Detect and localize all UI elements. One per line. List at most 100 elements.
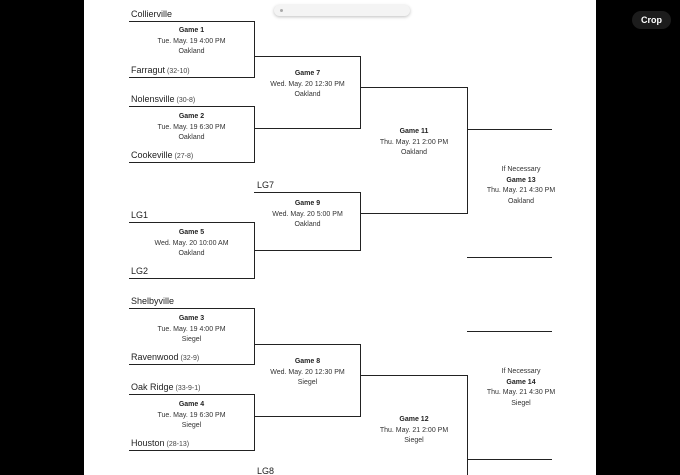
bracket-line	[129, 106, 254, 107]
bracket-line	[254, 416, 361, 417]
game-title: Game 11	[399, 128, 429, 135]
game-note: If Necessary	[501, 166, 541, 173]
team-record: (32-10)	[167, 68, 190, 75]
game-title: Game 13	[506, 176, 536, 184]
team-name: LG7	[257, 180, 275, 190]
bracket-line	[360, 344, 361, 417]
game-venue: Oakland	[178, 250, 205, 257]
team-name: Nolensville	[131, 94, 175, 104]
game-time: Wed. May. 20 5:00 PM	[272, 210, 343, 218]
game-time: Wed. May. 20 12:30 PM	[270, 368, 345, 376]
team-oak-ridge: Oak Ridge(33-9-1)	[131, 382, 200, 392]
game-venue: Oakland	[178, 48, 205, 55]
game-venue: Siegel	[511, 399, 531, 407]
bracket-line	[129, 162, 254, 163]
team-name: Farragut	[131, 65, 166, 75]
game-title: Game 2	[178, 113, 205, 120]
game-2[interactable]: Game 2 Tue. May. 19 6:30 PM Oakland	[129, 112, 254, 144]
game-4[interactable]: Game 4 Tue. May. 19 6:30 PM Siegel	[129, 400, 254, 432]
team-ravenwood: Ravenwood(32-9)	[131, 352, 199, 362]
game-note: If Necessary	[501, 368, 541, 375]
game-8[interactable]: Game 8 Wed. May. 20 12:30 PM Siegel	[255, 357, 360, 389]
game-venue: Siegel	[404, 437, 424, 444]
team-farragut: Farragut(32-10)	[131, 65, 190, 75]
team-name: Shelbyville	[131, 296, 175, 306]
team-name: LG8	[257, 466, 275, 475]
bracket-line	[254, 56, 361, 57]
team-name: Houston	[131, 438, 165, 448]
team-collierville: Collierville	[131, 9, 174, 19]
team-record: (32-9)	[180, 355, 200, 362]
scroll-dot-icon	[280, 9, 283, 12]
bracket-line	[360, 375, 468, 376]
team-name: LG2	[131, 266, 149, 276]
bracket-line	[129, 278, 254, 279]
game-title: Game 4	[178, 401, 205, 408]
bracket-line	[254, 106, 255, 163]
team-nolensville: Nolensville(30-8)	[131, 94, 195, 104]
game-venue: Siegel	[181, 336, 202, 343]
team-record: (30-8)	[176, 97, 196, 104]
team-name: Oak Ridge	[131, 382, 174, 392]
game-title: Game 8	[294, 358, 321, 365]
game-title: Game 14	[506, 378, 536, 386]
game-time: Tue. May. 19 6:30 PM	[157, 123, 226, 131]
team-shelbyville: Shelbyville	[131, 296, 174, 306]
bracket-line	[467, 459, 552, 460]
game-time: Wed. May. 20 10:00 AM	[154, 239, 229, 247]
bracket-line	[467, 257, 552, 258]
bracket-line	[254, 344, 361, 345]
bracket-line	[129, 450, 254, 451]
game-venue: Siegel	[297, 379, 318, 386]
bracket-line	[254, 128, 361, 129]
team-record: (27-8)	[174, 153, 194, 160]
crop-button[interactable]: Crop	[632, 11, 671, 29]
team-lg8: LG8	[257, 466, 274, 475]
bracket-line	[254, 250, 361, 251]
game-3[interactable]: Game 3 Tue. May. 19 4:00 PM Siegel	[129, 314, 254, 346]
bracket-line	[129, 21, 254, 22]
page-scroll-indicator[interactable]	[274, 5, 410, 16]
game-time: Thu. May. 21 2:00 PM	[379, 426, 449, 434]
game-venue: Oakland	[400, 149, 428, 156]
game-time: Tue. May. 19 6:30 PM	[157, 411, 226, 419]
game-venue: Oakland	[178, 134, 205, 141]
game-title: Game 1	[178, 27, 205, 34]
bracket-line	[129, 77, 254, 78]
bracket-line	[129, 364, 254, 365]
game-time: Thu. May. 21 2:00 PM	[379, 138, 449, 146]
bracket-line	[254, 192, 361, 193]
game-11[interactable]: Game 11 Thu. May. 21 2:00 PM Oakland	[362, 127, 466, 159]
bracket-line	[467, 375, 468, 475]
game-time: Thu. May. 21 4:30 PM	[486, 389, 556, 396]
team-houston: Houston(28-13)	[131, 438, 189, 448]
game-time: Tue. May. 19 4:00 PM	[157, 325, 226, 333]
team-record: (33-9-1)	[175, 385, 201, 392]
game-1[interactable]: Game 1 Tue. May. 19 4:00 PM Oakland	[129, 26, 254, 58]
bracket-line	[360, 56, 361, 129]
bracket-line	[467, 87, 468, 214]
bracket-line	[360, 87, 468, 88]
game-time: Thu. May. 21 4:30 PM	[486, 187, 556, 194]
game-title: Game 5	[178, 229, 205, 236]
game-venue: Siegel	[181, 422, 202, 429]
game-title: Game 12	[399, 416, 429, 423]
bracket-line	[254, 308, 255, 365]
bracket-line	[129, 308, 254, 309]
game-time: Tue. May. 19 4:00 PM	[157, 37, 226, 45]
bracket-line	[360, 213, 468, 214]
team-name: Ravenwood	[131, 352, 179, 362]
team-cookeville: Cookeville(27-8)	[131, 150, 193, 160]
game-title: Game 7	[294, 70, 321, 77]
team-record: (28-13)	[166, 441, 190, 448]
bracket-page: Collierville Farragut(32-10) Nolensville…	[84, 0, 596, 475]
game-12[interactable]: Game 12 Thu. May. 21 2:00 PM Siegel	[362, 415, 466, 447]
game-title: Game 3	[178, 315, 205, 322]
bracket-line	[129, 222, 254, 223]
game-5[interactable]: Game 5 Wed. May. 20 10:00 AM Oakland	[129, 228, 254, 260]
bracket-line	[254, 21, 255, 78]
